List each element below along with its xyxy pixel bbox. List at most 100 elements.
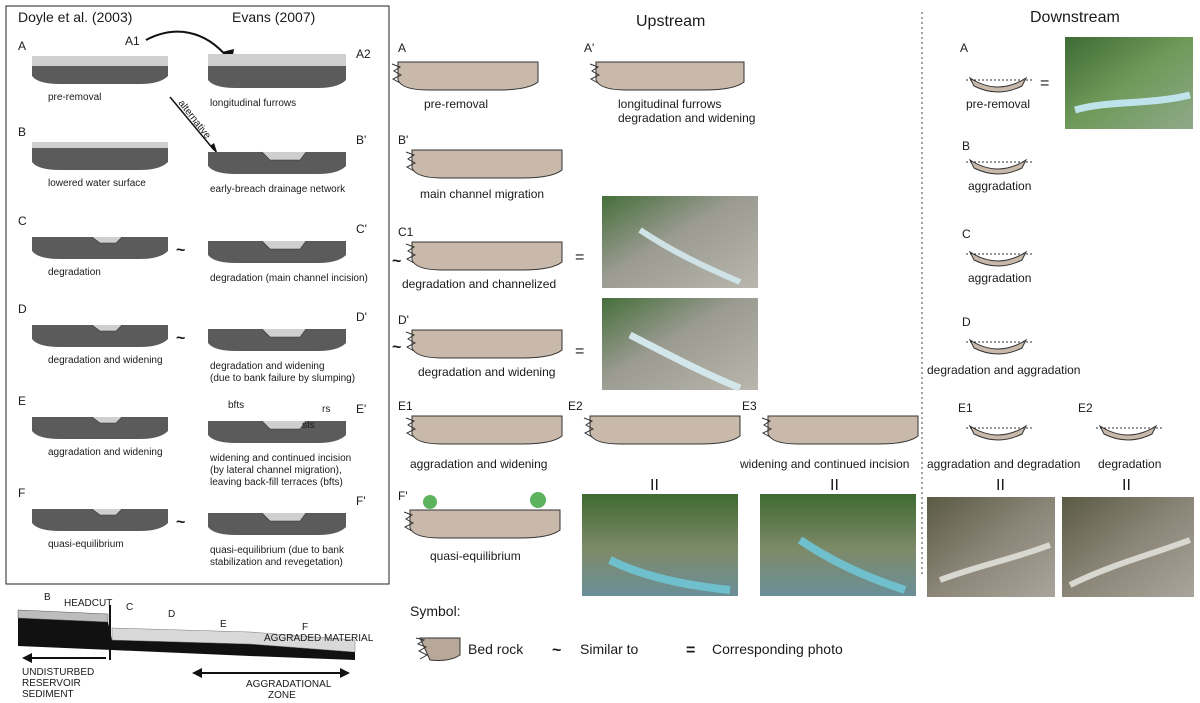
upstream-caption: quasi-equilibrium [430,549,521,563]
header-evans: Evans (2007) [232,9,315,25]
upstream-caption: degradation and widening [618,111,755,125]
profile-bedload [18,618,355,660]
label-bfts: bfts [228,400,244,411]
legend-equal-symbol: = [686,642,695,659]
symbol-title: Symbol: [410,603,461,619]
downstream-caption: degradation [1098,457,1161,471]
photo-downstream-e1-river [938,542,1052,583]
upstream-caption: main channel migration [420,187,544,201]
tree-icon [423,495,437,509]
tree-icon [530,492,546,508]
upstream-channel [411,329,563,359]
label-rs: rs [322,404,330,415]
doyle-caption: aggradation and widening [48,447,163,458]
label-sts: sts [302,420,315,431]
downstream-caption: degradation and aggradation [927,363,1080,377]
alternative-arrow [169,96,215,151]
evans-channel [208,241,346,263]
downstream-channel [968,424,1028,441]
upstream-channel [411,415,563,445]
profile-aggradational-1: AGGRADATIONAL [246,679,332,690]
bedrock-hatch [589,63,601,84]
downstream-caption: aggradation [968,179,1031,193]
doyle-incision [91,416,123,424]
upstream-item-2: B'main channel migration [398,133,563,201]
downstream-equal-mark: = [1040,75,1049,92]
profile-letter-f: F [302,622,308,633]
upstream-equal-mark: = [575,343,584,360]
profile-letter-e: E [220,619,227,630]
evans-letter: E' [356,402,366,416]
similar-mark: ~ [176,242,185,259]
evans-incision [261,240,307,250]
profile-undisturbed-1: UNDISTURBED [22,667,94,678]
upstream-caption: widening and continued incision [739,457,909,471]
photo-d-prime-river [628,331,742,392]
evans-letter: C' [356,222,367,236]
downstream-channel [1098,424,1158,441]
upstream-caption: aggradation and widening [410,457,547,471]
downstream-letter: A [960,41,968,55]
upstream-parallel-mark: II [830,477,839,494]
photo-c1-river [638,227,742,285]
upstream-letter: C1 [398,225,414,239]
photo-e3 [760,494,916,596]
aggradational-arrowhead-right [340,668,350,678]
upstream-letter: E3 [742,399,757,413]
profile-aggraded-material [111,627,356,653]
evans-caption: stabilization and revegetation) [210,557,343,568]
doyle-caption: pre-removal [48,92,101,103]
upstream-item-7: E3 widening and continued incision [739,399,919,471]
legend-corresponding: Corresponding photo [712,641,843,657]
doyle-channel [32,62,168,84]
evans-caption: degradation (main channel incision) [210,273,368,284]
undisturbed-arrowhead [22,653,32,663]
bedrock-hatch [405,151,417,172]
upstream-equal-mark: = [575,249,584,266]
downstream-channel [968,338,1028,355]
upstream-letter: A' [584,41,594,55]
legend-bedrock-icon [415,637,461,661]
doyle-caption: degradation [48,267,101,278]
doyle-water [32,142,168,148]
photo-c1 [602,196,758,288]
upstream-caption: pre-removal [424,97,488,111]
a1-arrow [145,30,229,59]
doyle-channel [32,148,168,170]
downstream-letter: E2 [1078,401,1093,415]
evans-letter: F' [356,494,366,508]
photo-d-prime [602,298,758,390]
doyle-letter: C [18,214,27,228]
evans-letter: D' [356,310,367,324]
evans-channel [208,66,346,88]
downstream-title: Downstream [1030,9,1120,26]
bedrock-hatch [391,63,403,84]
legend-similar-symbol: ~ [552,642,561,659]
profile-headcut: HEADCUT [64,598,112,609]
evans-caption: longitudinal furrows [210,98,296,109]
evans-caption: degradation and widening [210,361,325,372]
bedrock-hatch [405,417,417,438]
doyle-incision [91,508,123,516]
profile-reservoir-sediment [17,609,109,623]
doyle-caption: degradation and widening [48,355,163,366]
evans-channel [208,329,346,351]
bedrock-hatch [405,331,417,352]
profile-undisturbed-2: RESERVOIR [22,678,81,689]
upstream-channel [595,61,745,91]
photo-downstream-a-river [1074,91,1191,114]
upstream-channel [411,149,563,179]
upstream-channel [409,509,561,539]
